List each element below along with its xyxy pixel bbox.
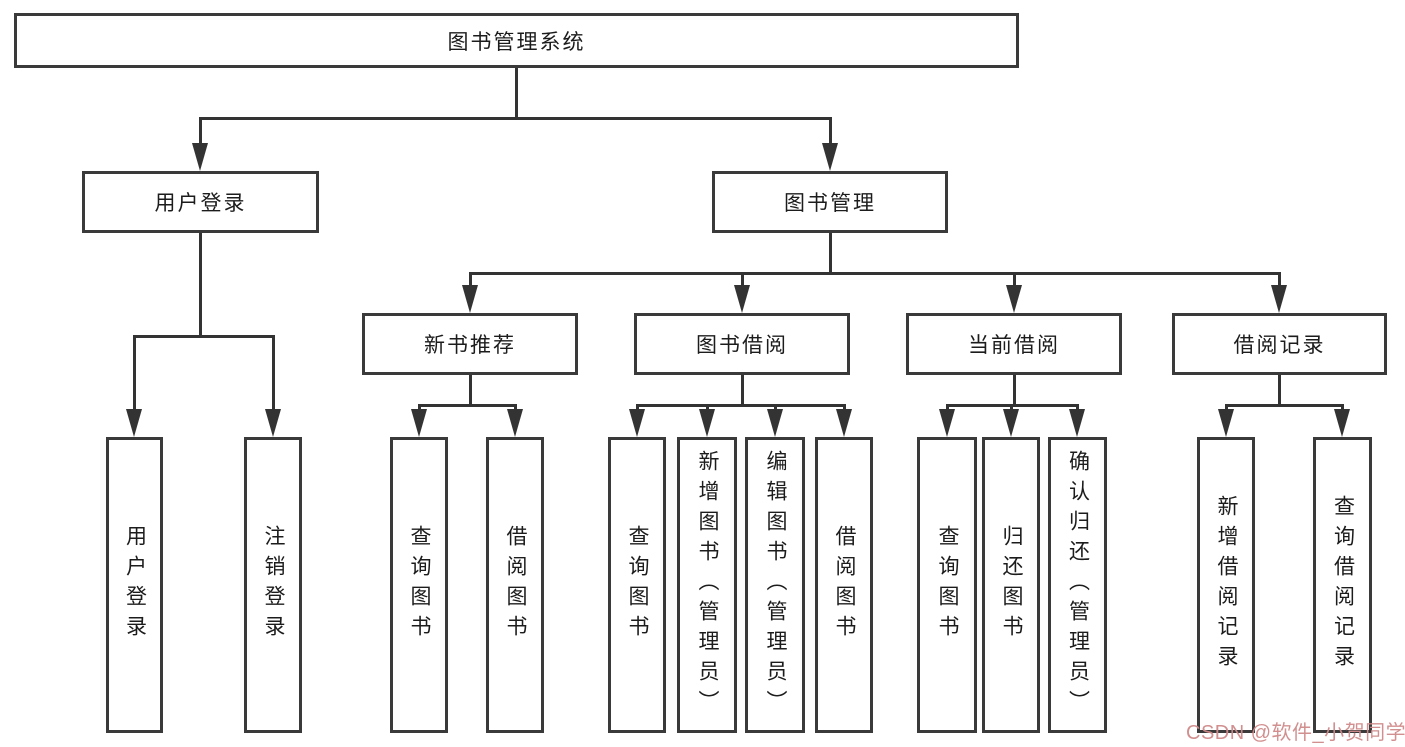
connector-stub xyxy=(774,404,777,411)
connector-borrow-records-stem xyxy=(1278,375,1281,406)
arrow-down-icon xyxy=(767,409,783,437)
connector-root-branch xyxy=(199,117,832,120)
connector-stub xyxy=(418,404,421,411)
node-borrow-records: 借阅记录 xyxy=(1172,313,1387,375)
leaf-return-books: 归还图书 xyxy=(982,437,1040,733)
node-book-management: 图书管理 xyxy=(712,171,948,233)
leaf-query-borrow-record: 查询借阅记录 xyxy=(1313,437,1372,733)
connector-stem-borrow-records xyxy=(1278,272,1281,287)
arrow-down-icon xyxy=(1334,409,1350,437)
arrow-down-icon xyxy=(939,409,955,437)
connector-stub xyxy=(1076,404,1079,411)
leaf-add-books-admin: 新增图书（管理员） xyxy=(677,437,737,733)
connector-book-borrowing-stem xyxy=(741,375,744,406)
connector-stem-new-book-recommend xyxy=(469,272,472,287)
arrow-down-icon xyxy=(192,143,208,171)
connector-stub xyxy=(843,404,846,411)
connector-stem-current-borrowing xyxy=(1013,272,1016,287)
connector-stub xyxy=(946,404,949,411)
connector-new-book-recommend-stem xyxy=(469,375,472,406)
connector-stem-leaf-user-login xyxy=(133,335,136,410)
arrow-down-icon xyxy=(1271,285,1287,313)
arrow-down-icon xyxy=(1003,409,1019,437)
connector-borrow-records-branch xyxy=(1225,404,1344,407)
arrow-down-icon xyxy=(507,409,523,437)
connector-stub xyxy=(1225,404,1228,411)
connector-book-management-branch xyxy=(469,272,1281,275)
connector-current-borrowing-stem xyxy=(1013,375,1016,406)
arrow-down-icon xyxy=(629,409,645,437)
arrow-down-icon xyxy=(1069,409,1085,437)
connector-stub xyxy=(514,404,517,411)
arrow-down-icon xyxy=(462,285,478,313)
arrow-down-icon xyxy=(265,409,281,437)
leaf-query-books: 查询图书 xyxy=(390,437,448,733)
leaf-query-books: 查询图书 xyxy=(608,437,666,733)
connector-user-login-branch xyxy=(133,335,275,338)
arrow-down-icon xyxy=(1006,285,1022,313)
node-book-borrowing: 图书借阅 xyxy=(634,313,850,375)
arrow-down-icon xyxy=(1218,409,1234,437)
node-current-borrowing: 当前借阅 xyxy=(906,313,1122,375)
connector-book-management-stem xyxy=(829,233,832,274)
node-user-login: 用户登录 xyxy=(82,171,319,233)
connector-stem-book-borrowing xyxy=(741,272,744,287)
leaf-add-borrow-record: 新增借阅记录 xyxy=(1197,437,1255,733)
connector-stub xyxy=(636,404,639,411)
leaf-edit-books-admin: 编辑图书（管理员） xyxy=(745,437,805,733)
arrow-down-icon xyxy=(126,409,142,437)
connector-stub xyxy=(706,404,709,411)
arrow-down-icon xyxy=(836,409,852,437)
connector-book-borrowing-branch xyxy=(636,404,846,407)
watermark: CSDN @软件_小贺同学 xyxy=(1186,722,1405,744)
connector-stem-leaf-logout xyxy=(272,335,275,410)
arrow-down-icon xyxy=(822,143,838,171)
connector-user-login-stem xyxy=(199,233,202,337)
connector-stub xyxy=(1010,404,1013,411)
arrow-down-icon xyxy=(699,409,715,437)
leaf-borrow-books: 借阅图书 xyxy=(486,437,544,733)
arrow-down-icon xyxy=(734,285,750,313)
arrow-down-icon xyxy=(411,409,427,437)
leaf-borrow-books: 借阅图书 xyxy=(815,437,873,733)
connector-stem-user-login xyxy=(199,117,202,145)
connector-stub xyxy=(1341,404,1344,411)
node-new-book-recommend: 新书推荐 xyxy=(362,313,578,375)
connector-root-stem xyxy=(515,68,518,118)
connector-stem-book-management xyxy=(829,117,832,145)
leaf-user-login: 用户登录 xyxy=(106,437,163,733)
node-root: 图书管理系统 xyxy=(14,13,1019,68)
leaf-confirm-return-admin: 确认归还（管理员） xyxy=(1048,437,1107,733)
leaf-query-books: 查询图书 xyxy=(917,437,977,733)
connector-new-book-recommend-branch xyxy=(418,404,517,407)
leaf-logout: 注销登录 xyxy=(244,437,302,733)
